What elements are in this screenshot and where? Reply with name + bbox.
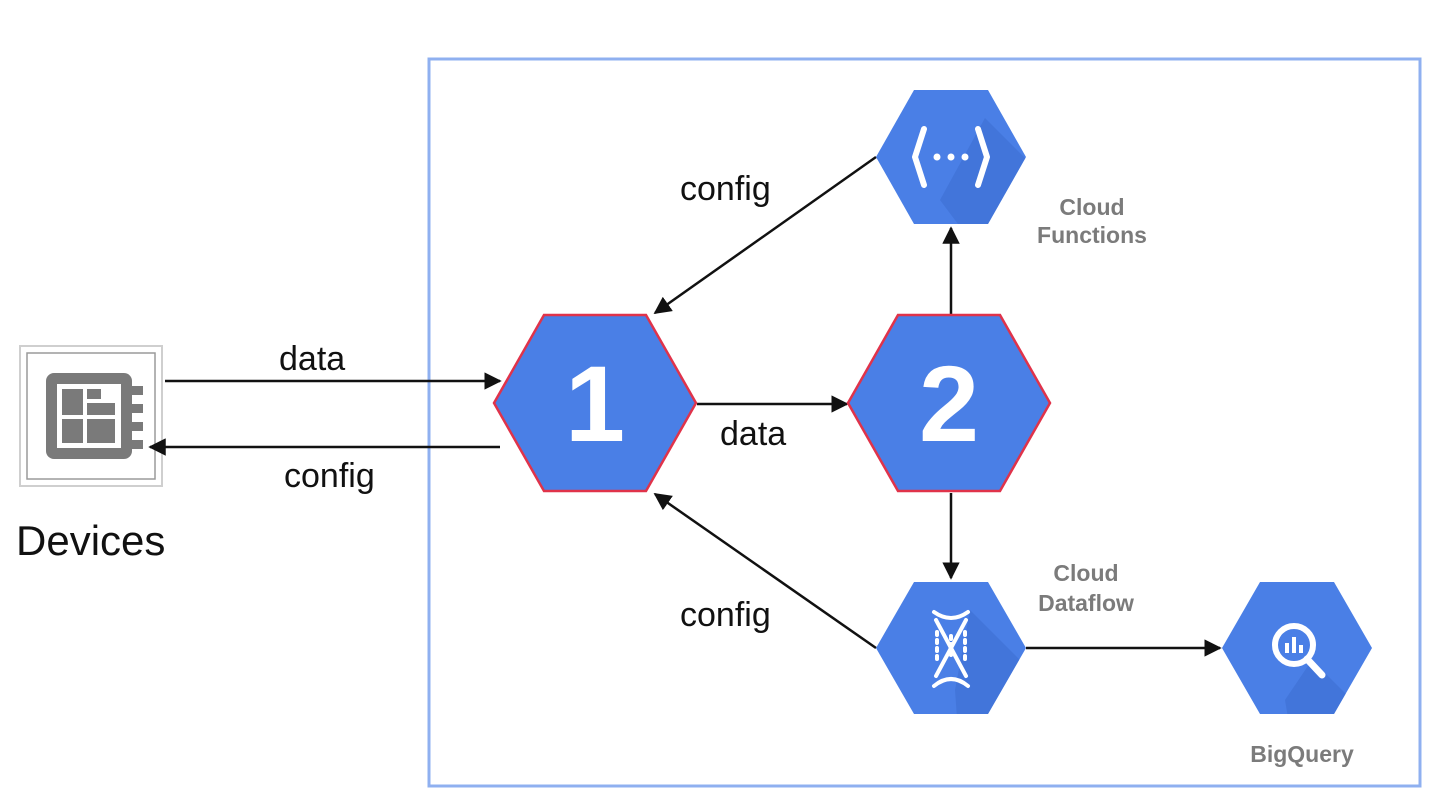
edge-label-dataflow-to-hub1: config [680, 596, 771, 634]
devices-node: Devices [16, 345, 165, 564]
cloud-functions-label-line1: Cloud [1059, 194, 1124, 220]
cloud-functions-node: Cloud Functions [876, 90, 1147, 248]
bigquery-hexagon [1222, 582, 1372, 714]
cloud-dataflow-node: Cloud Dataflow [876, 560, 1134, 714]
cloud-dataflow-icon [932, 610, 970, 688]
edge-label-functions-to-hub1: config [680, 170, 771, 208]
arrow-functions-to-hub1 [653, 155, 877, 315]
hub-hexagon-2 [846, 313, 1052, 493]
edge-label-hub1-to-hub2: data [720, 415, 786, 453]
cloud-functions-label-line2: Functions [1037, 222, 1147, 248]
hub-node-2: 2 [846, 313, 1052, 493]
edge-label-devices-to-hub1: data [279, 340, 345, 378]
cloud-functions-icon [912, 126, 990, 188]
edge-label-hub1-to-devices: config [284, 457, 375, 495]
cloud-boundary-frame [427, 57, 1422, 788]
bigquery-label: BigQuery [1250, 741, 1354, 767]
chip-device-icon [46, 373, 143, 459]
cloud-functions-shadow [940, 118, 1026, 224]
bigquery-node: BigQuery [1222, 582, 1372, 767]
device-inner-frame [26, 352, 156, 480]
bigquery-shadow [1285, 660, 1372, 714]
cloud-dataflow-label-line2: Dataflow [1038, 590, 1134, 616]
device-frame [19, 345, 163, 487]
hub-number-1: 1 [565, 343, 625, 464]
hub-node-1: 1 [492, 313, 698, 493]
cloud-dataflow-label-line1: Cloud [1053, 560, 1118, 586]
devices-label: Devices [16, 517, 165, 564]
hub-hexagon-1 [492, 313, 698, 493]
hub-number-2: 2 [919, 343, 979, 464]
bigquery-icon [1272, 623, 1326, 679]
arrow-dataflow-to-hub1 [653, 492, 877, 650]
